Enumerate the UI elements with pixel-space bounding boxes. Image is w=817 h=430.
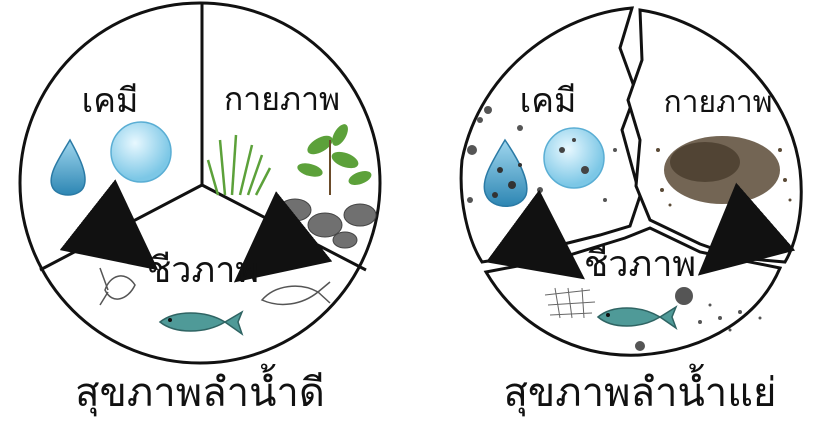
good-physical-label: กายภาพ: [224, 80, 340, 118]
physical-shard: [628, 10, 801, 262]
polluted-bubble-icon: [544, 128, 604, 188]
good-chemical-label: เคมี: [82, 81, 139, 121]
poor-physical-label: กายภาพ: [664, 85, 773, 120]
good-biological-label: ชีวภาพ: [147, 250, 259, 291]
poor-biological-label: ชีวภาพ: [584, 244, 696, 285]
poor-health-caption: สุขภาพลำน้ำแย่: [490, 360, 790, 420]
good-health-caption: สุขภาพลำน้ำดี: [60, 360, 340, 420]
poor-chemical-label: เคมี: [520, 81, 577, 121]
water-bubble-icon: [111, 122, 171, 182]
poor-health-circle: เคมี กายภาพ ชีวภาพ: [461, 8, 801, 355]
good-health-circle: เคมี กายภาพ ชีวภาพ: [20, 3, 380, 363]
chemical-shard: [461, 8, 640, 262]
